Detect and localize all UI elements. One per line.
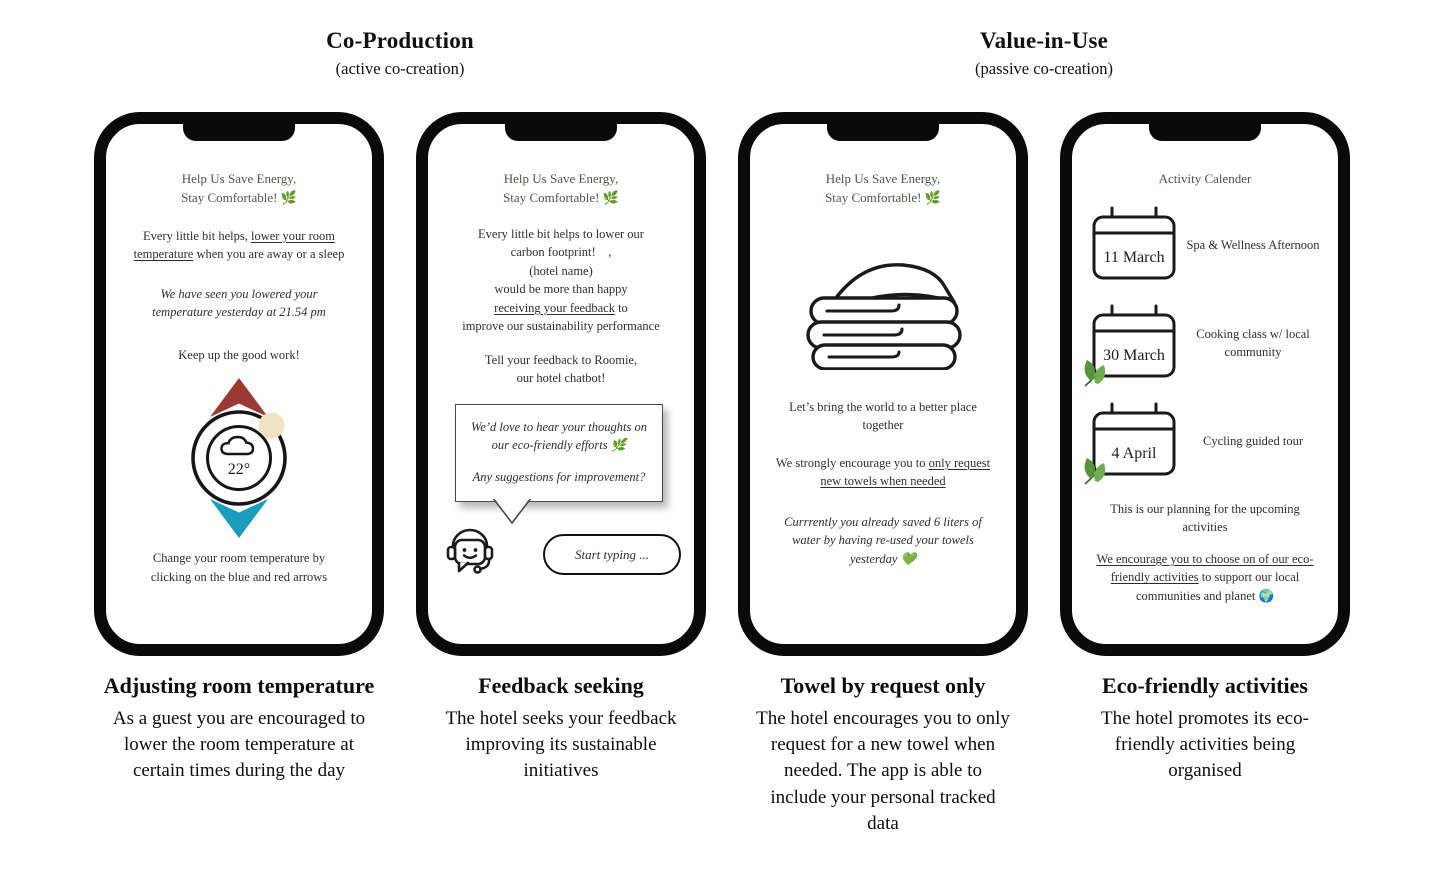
greeting-text: Help Us Save Energy, Stay Comfortable! 🌿: [825, 171, 941, 205]
section-header-value-in-use: Value-in-Use (passive co-creation): [738, 28, 1350, 79]
event-date: 4 April: [1112, 445, 1157, 462]
event-label: Spa & Wellness Afternoon: [1186, 238, 1320, 253]
bubble-question-1: We’d love to hear your thoughts on our e…: [471, 419, 647, 453]
thermostat-dial-inner: [206, 425, 272, 492]
dial-knob[interactable]: [258, 412, 285, 439]
underlined-text: lower your room temperature: [133, 228, 335, 262]
start-typing-input[interactable]: Start typing ...: [543, 534, 681, 576]
tip-text: Every little bit helps, lower your room …: [133, 228, 345, 262]
speech-bubble-tail: [492, 499, 532, 525]
event-label: Cooking class w/ local community: [1196, 327, 1310, 360]
phone-notch: [505, 124, 617, 141]
phone-frame-towel: Help Us Save Energy, Stay Comfortable! 🌿: [738, 112, 1028, 656]
caption-title: Feedback seeking: [478, 673, 644, 698]
underlined-text: We encourage you to choose on of our eco…: [1096, 551, 1314, 585]
bubble-question-2: Any suggestions for improvement?: [472, 469, 646, 484]
phone-notch: [183, 124, 295, 141]
caption-body: The hotel encourages you to only request…: [756, 708, 1010, 834]
section-subtitle: (active co-creation): [335, 59, 465, 78]
phone-notch: [1149, 124, 1261, 141]
leaf-icon: [1084, 359, 1106, 387]
caption-body: The hotel promotes its eco-friendly acti…: [1101, 708, 1309, 782]
feedback-screen: Help Us Save Energy, Stay Comfortable! 🌿…: [428, 124, 694, 644]
calendar-date-icon: 4 April: [1084, 400, 1181, 485]
feedback-request-text: Every little bit helps to lower our carb…: [462, 226, 660, 334]
towel-request-text: We strongly encourage you to only reques…: [775, 455, 991, 489]
phone-frame-temperature: Help Us Save Energy, Stay Comfortable! 🌿…: [94, 112, 384, 656]
planning-text: This is our planning for the upcoming ac…: [1110, 501, 1300, 535]
calendar-date-icon: 11 March: [1087, 204, 1181, 287]
activity-event[interactable]: 30 March Cooking class w/ local communit…: [1084, 302, 1325, 387]
encourage-activities-text: We encourage you to choose on of our eco…: [1096, 551, 1314, 603]
caption-title: Towel by request only: [780, 673, 986, 698]
chat-input-row: Start typing ...: [441, 510, 681, 576]
activity-event[interactable]: 11 March Spa & Wellness Afternoon: [1085, 204, 1325, 287]
event-date: 30 March: [1103, 347, 1165, 364]
tracked-data-text: We have seen you lowered your temperatur…: [152, 286, 326, 320]
event-label: Cycling guided tour: [1203, 434, 1303, 449]
caption-title: Adjusting room temperature: [103, 673, 375, 698]
leaf-icon: [1084, 457, 1106, 485]
caption-title: Eco-friendly activities: [1102, 673, 1308, 698]
thermostat-widget: 22°: [191, 378, 287, 539]
column-eco-friendly-activities: Activity Calender 11 Ma: [1060, 112, 1350, 837]
activities-screen: Activity Calender 11 Ma: [1072, 124, 1338, 644]
instruction-text: Change your room temperature by clicking…: [150, 551, 328, 584]
temperature-up-arrow[interactable]: [210, 378, 268, 418]
cloud-icon: [220, 435, 255, 456]
section-title: Value-in-Use: [979, 28, 1109, 53]
event-date: 11 March: [1103, 249, 1164, 266]
greeting-text: Help Us Save Energy, Stay Comfortable! 🌿: [181, 171, 297, 205]
temperature-value: 22°: [228, 461, 250, 478]
activity-calendar-title: Activity Calender: [1158, 171, 1252, 186]
section-title: Co-Production: [326, 28, 474, 53]
underlined-text: only request new towels when needed: [820, 455, 991, 489]
calendar-date-icon: 30 March: [1084, 302, 1181, 387]
chatbot-speech-bubble: We’d love to hear your thoughts on our e…: [455, 403, 663, 525]
towel-screen: Help Us Save Energy, Stay Comfortable! 🌿: [750, 124, 1016, 644]
chatbot-intro-text: Tell your feedback to Roomie, our hotel …: [484, 352, 638, 386]
encouragement-text: Keep up the good work!: [178, 347, 300, 362]
greeting-text: Help Us Save Energy, Stay Comfortable! 🌿: [503, 171, 619, 205]
folded-towel-illustration: [806, 262, 962, 370]
towel-message-text: Let’s bring the world to a better place …: [789, 399, 977, 433]
column-towel-by-request: Help Us Save Energy, Stay Comfortable! 🌿: [738, 112, 1028, 837]
column-feedback-seeking: Help Us Save Energy, Stay Comfortable! 🌿…: [416, 112, 706, 837]
column-adjusting-room-temperature: Help Us Save Energy, Stay Comfortable! 🌿…: [94, 112, 384, 837]
activity-event[interactable]: 4 April Cycling guided tour: [1084, 400, 1325, 485]
temperature-screen: Help Us Save Energy, Stay Comfortable! 🌿…: [106, 124, 372, 644]
phone-frame-feedback: Help Us Save Energy, Stay Comfortable! 🌿…: [416, 112, 706, 656]
phones-row: Help Us Save Energy, Stay Comfortable! 🌿…: [94, 112, 1350, 837]
temperature-down-arrow[interactable]: [210, 499, 268, 539]
chatbot-icon: [446, 528, 494, 574]
water-saved-text: Currrently you already saved 6 liters of…: [784, 514, 982, 566]
section-subtitle: (passive co-creation): [975, 59, 1113, 78]
section-header-co-production: Co-Production (active co-creation): [94, 28, 706, 79]
underlined-text: receiving your feedback: [494, 300, 615, 315]
caption-body: The hotel seeks your feedback improving …: [445, 708, 677, 782]
phone-frame-activities: Activity Calender 11 Ma: [1060, 112, 1350, 656]
phone-notch: [827, 124, 939, 141]
caption-body: As a guest you are encouraged to lower t…: [112, 708, 366, 782]
